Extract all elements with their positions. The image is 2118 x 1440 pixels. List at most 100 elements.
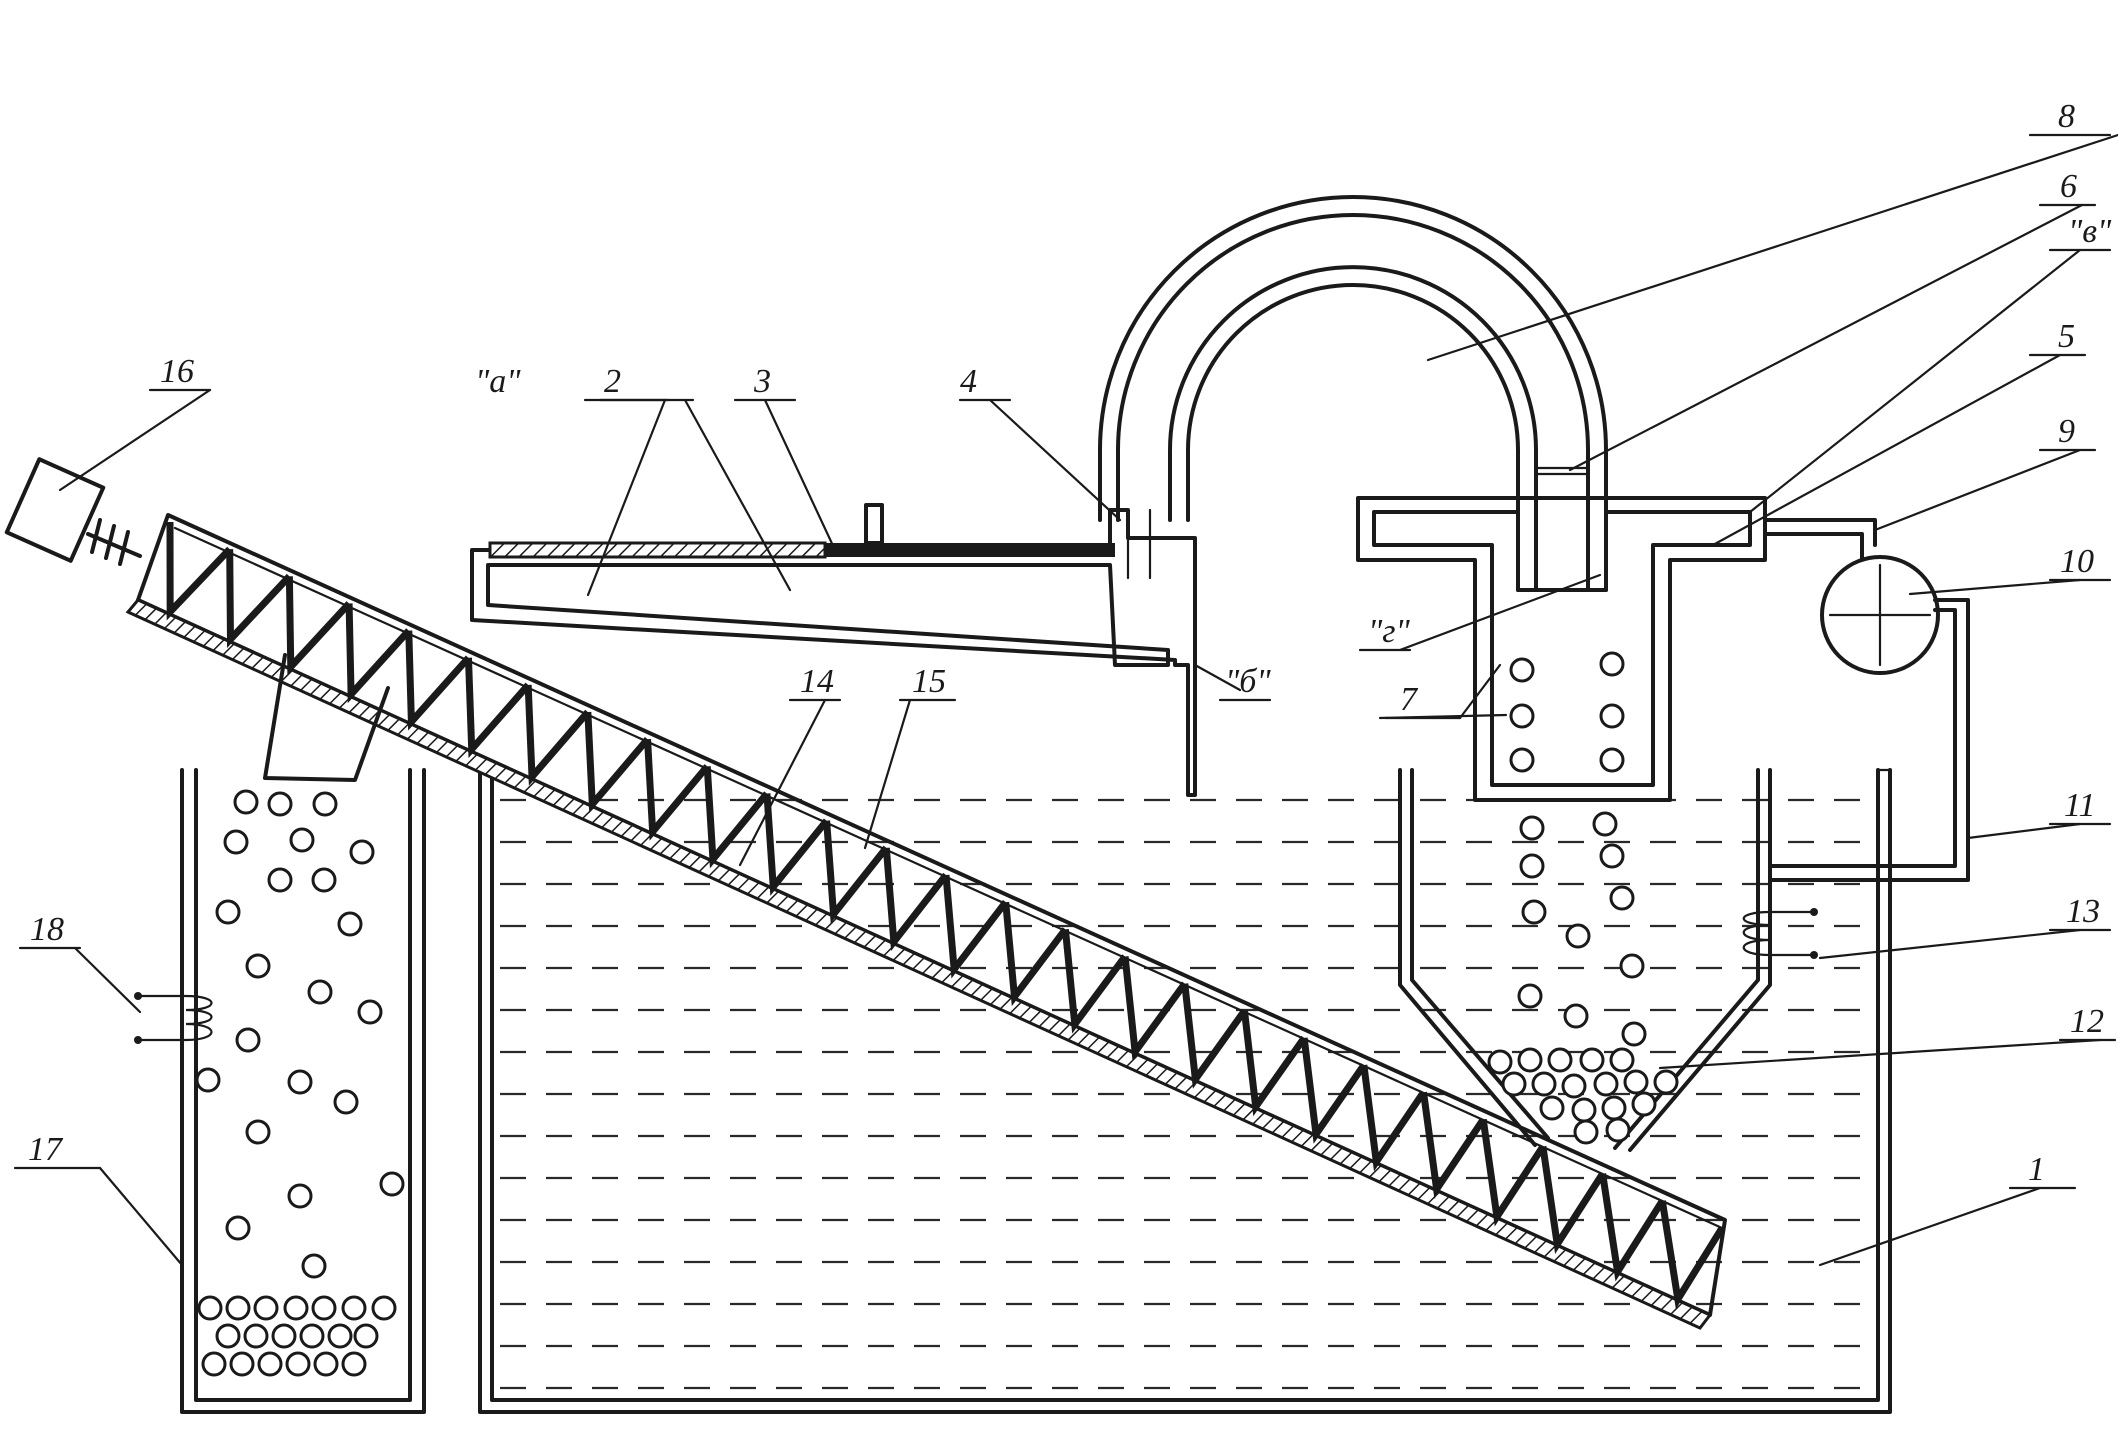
label-14: 14 xyxy=(800,663,834,700)
label-3: 3 xyxy=(753,363,771,400)
screw-flight xyxy=(1599,1173,1666,1282)
screw-flight xyxy=(882,847,949,951)
screw-flight xyxy=(464,657,531,759)
ball xyxy=(299,1323,325,1349)
ball xyxy=(287,1069,313,1095)
ball xyxy=(1631,1091,1657,1117)
screw-flight xyxy=(763,793,830,896)
ball xyxy=(1609,885,1635,911)
ball xyxy=(349,839,375,865)
ball xyxy=(223,829,249,855)
ball xyxy=(311,867,337,893)
ball xyxy=(1517,983,1543,1009)
ball xyxy=(195,1067,221,1093)
ball xyxy=(312,791,338,817)
label-11: 11 xyxy=(2064,787,2095,824)
ball xyxy=(1509,703,1535,729)
screw-flight xyxy=(166,521,233,621)
ball xyxy=(225,1215,251,1241)
ball xyxy=(1565,923,1591,949)
screw-flight xyxy=(345,603,412,704)
ball xyxy=(333,1089,359,1115)
ball xyxy=(1573,1119,1599,1145)
ball xyxy=(327,1323,353,1349)
label-g: "г" xyxy=(1368,613,1411,650)
label-8: 8 xyxy=(2058,98,2075,135)
ball xyxy=(1563,1003,1589,1029)
screw-flight xyxy=(1300,1037,1367,1144)
label-9: 9 xyxy=(2058,413,2075,450)
ball xyxy=(201,1351,227,1377)
label-7: 7 xyxy=(1400,681,1419,718)
ball xyxy=(313,1351,339,1377)
ball xyxy=(235,1027,261,1053)
screw-flight xyxy=(703,766,770,869)
ball xyxy=(225,1295,251,1321)
screw-flight xyxy=(405,630,472,731)
ball xyxy=(245,1119,271,1145)
label-10: 10 xyxy=(2060,543,2094,580)
screw-flight xyxy=(1121,956,1188,1062)
ball xyxy=(353,1323,379,1349)
ball xyxy=(271,1323,297,1349)
ball xyxy=(307,979,333,1005)
screw-flight xyxy=(644,739,710,841)
ball xyxy=(267,867,293,893)
ball xyxy=(245,953,271,979)
ball xyxy=(1601,1095,1627,1121)
ball xyxy=(197,1295,223,1321)
ball xyxy=(243,1323,269,1349)
ball xyxy=(285,1351,311,1377)
label-4: 4 xyxy=(960,363,977,400)
screw-flight xyxy=(1420,1091,1487,1199)
ball xyxy=(1519,815,1545,841)
separated-balls xyxy=(1487,651,1679,1145)
ball xyxy=(1501,1071,1527,1097)
screw-flight xyxy=(226,549,292,649)
screw-flight xyxy=(1360,1064,1427,1172)
ball xyxy=(1599,651,1625,677)
label-v: "в" xyxy=(2068,213,2112,250)
screw-flight xyxy=(524,684,591,786)
label-b: "б" xyxy=(1225,663,1271,700)
label-a: "а" xyxy=(475,363,521,400)
ball xyxy=(229,1351,255,1377)
ball xyxy=(1571,1097,1597,1123)
ball xyxy=(1592,811,1618,837)
ball xyxy=(1605,1117,1631,1143)
label-12: 12 xyxy=(2070,1003,2104,1040)
ball xyxy=(1547,1047,1573,1073)
ball xyxy=(1599,843,1625,869)
ball xyxy=(357,999,383,1025)
ball xyxy=(215,1323,241,1349)
ball xyxy=(1509,657,1535,683)
ball xyxy=(253,1295,279,1321)
collected-balls xyxy=(195,789,405,1377)
ball xyxy=(283,1295,309,1321)
ball xyxy=(1593,1071,1619,1097)
ball xyxy=(1521,899,1547,925)
heater-13 xyxy=(1742,908,1818,959)
ball xyxy=(337,911,363,937)
arch-pipe-8 xyxy=(1098,195,1608,592)
ball xyxy=(1531,1071,1557,1097)
ball xyxy=(1517,1047,1543,1073)
screw-flight xyxy=(1061,928,1128,1034)
ball xyxy=(1561,1073,1587,1099)
ball xyxy=(379,1171,405,1197)
screw-flight xyxy=(1479,1118,1546,1227)
ball xyxy=(311,1295,337,1321)
motor-16 xyxy=(4,457,142,566)
chamber-5 xyxy=(1356,496,1767,802)
screw-flight xyxy=(584,711,651,814)
screw-conveyor xyxy=(125,513,1727,1330)
ball xyxy=(341,1351,367,1377)
ball xyxy=(287,1183,313,1209)
ball xyxy=(371,1295,397,1321)
screw-flight xyxy=(285,576,352,676)
leader-lines xyxy=(58,133,2118,1267)
label-6: 6 xyxy=(2060,168,2077,205)
screw-flight xyxy=(1240,1010,1308,1117)
ball xyxy=(233,789,259,815)
